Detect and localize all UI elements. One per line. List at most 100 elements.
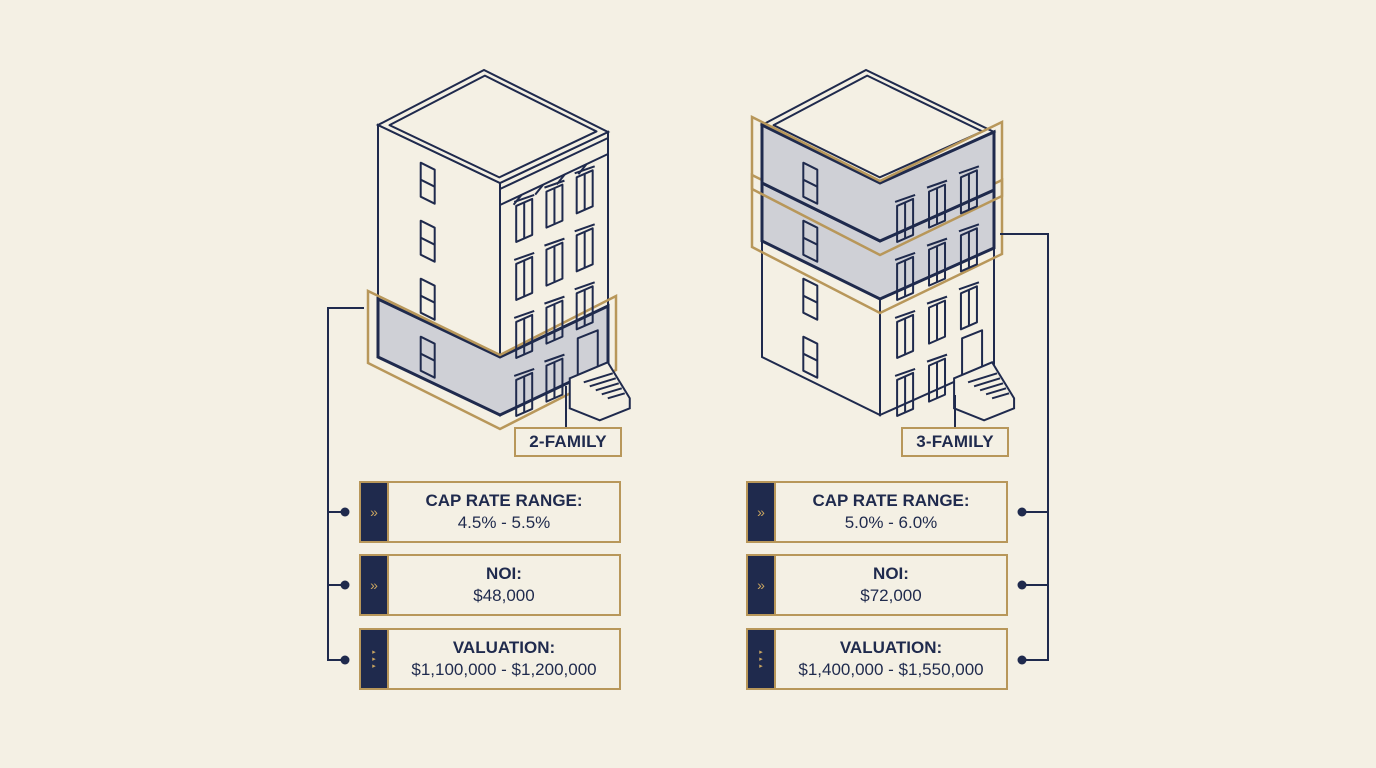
window-lintel: [894, 309, 916, 319]
window: [802, 219, 819, 263]
window-lintel: [926, 237, 948, 247]
window: [515, 197, 534, 243]
window: [928, 357, 947, 403]
window: [928, 241, 947, 287]
window: [802, 277, 819, 321]
chevron-right-icon: »: [361, 556, 389, 614]
metric-value: $1,400,000 - $1,550,000: [798, 660, 984, 679]
building-roof: [375, 68, 611, 185]
window-lintel: [574, 223, 596, 233]
metric-label: VALUATION:: [452, 638, 556, 657]
window-lintel: [574, 281, 596, 291]
cornice-bracket: [534, 183, 544, 196]
highlighted-floor: [760, 122, 996, 243]
window: [419, 161, 436, 205]
metric-value: 4.5% - 5.5%: [457, 513, 551, 532]
window-lintel: [544, 353, 565, 363]
metric-value: $48,000: [473, 586, 535, 605]
window-mullion: [420, 294, 436, 304]
window: [419, 219, 436, 263]
metric-card-cap-rate-3-family: » CAP RATE RANGE: 5.0% - 6.0%: [746, 481, 1008, 543]
window-lintel: [958, 223, 980, 233]
window: [419, 277, 436, 321]
window: [515, 371, 534, 417]
stoop-step: [583, 372, 614, 384]
metric-value: $72,000: [860, 586, 922, 605]
metric-label: VALUATION:: [839, 638, 943, 657]
window-lintel: [544, 295, 565, 305]
window-mullion: [802, 178, 818, 188]
arrow-markers-icon: ▸▸▸: [361, 630, 389, 688]
window: [419, 335, 436, 379]
stoop-step: [973, 377, 1001, 388]
building-2-family: [366, 68, 631, 431]
metric-label: NOI:: [873, 564, 909, 583]
building-tag-2-family: 2-FAMILY: [514, 427, 622, 457]
connector-dot: [340, 507, 350, 517]
window: [802, 335, 819, 379]
window: [545, 183, 564, 229]
metric-label: CAP RATE RANGE:: [425, 491, 583, 510]
window: [515, 255, 534, 301]
metric-label: CAP RATE RANGE:: [812, 491, 970, 510]
window: [959, 285, 978, 331]
building-cornice: [499, 137, 609, 206]
window: [959, 169, 978, 215]
metric-value: 5.0% - 6.0%: [844, 513, 938, 532]
window: [896, 313, 915, 359]
window: [896, 197, 915, 243]
stoop-step: [601, 387, 623, 396]
window-lintel: [926, 295, 948, 305]
arrow-markers-icon: ▸▸▸: [748, 630, 776, 688]
stoop-step: [967, 372, 998, 384]
window-mullion: [802, 294, 818, 304]
window: [896, 255, 915, 301]
window-mullion: [420, 178, 436, 188]
window: [575, 227, 594, 273]
metric-value: $1,100,000 - $1,200,000: [411, 660, 597, 679]
window-lintel: [544, 237, 565, 247]
window-lintel: [926, 179, 948, 189]
window: [896, 371, 915, 417]
metric-label: NOI:: [486, 564, 522, 583]
connector-dot: [340, 580, 350, 590]
stoop-step: [595, 382, 620, 392]
stoop-step: [589, 377, 617, 388]
metric-card-valuation-3-family: ▸▸▸ VALUATION: $1,400,000 - $1,550,000: [746, 628, 1008, 690]
window-lintel: [894, 367, 916, 377]
window-lintel: [544, 179, 565, 189]
window-lintel: [926, 353, 948, 363]
connector-dot: [1017, 655, 1027, 665]
connector-3-family: [1000, 233, 1049, 661]
window: [959, 227, 978, 273]
window-lintel: [894, 251, 916, 261]
building-tag-3-family: 3-FAMILY: [901, 427, 1009, 457]
stoop-step: [985, 387, 1007, 396]
window-mullion: [420, 236, 436, 246]
window: [802, 161, 819, 205]
window: [545, 357, 564, 403]
window-lintel: [958, 165, 980, 175]
chevron-right-icon: »: [748, 556, 776, 614]
window: [575, 285, 594, 331]
connector-dot: [1017, 507, 1027, 517]
window-mullion: [802, 352, 818, 362]
window-mullion: [420, 352, 436, 362]
connector-dot: [340, 655, 350, 665]
metric-card-valuation-2-family: ▸▸▸ VALUATION: $1,100,000 - $1,200,000: [359, 628, 621, 690]
metric-card-noi-2-family: » NOI: $48,000: [359, 554, 621, 616]
window-lintel: [513, 251, 535, 261]
stoop-step: [991, 392, 1010, 400]
window-mullion: [802, 236, 818, 246]
chevron-right-icon: »: [748, 483, 776, 541]
window: [545, 241, 564, 287]
window: [575, 169, 594, 215]
chevron-right-icon: »: [361, 483, 389, 541]
metric-card-noi-3-family: » NOI: $72,000: [746, 554, 1008, 616]
connector-2-family: [327, 307, 364, 661]
window: [928, 183, 947, 229]
stoop-step: [607, 392, 626, 400]
window: [515, 313, 534, 359]
highlight-outline: [366, 289, 618, 431]
